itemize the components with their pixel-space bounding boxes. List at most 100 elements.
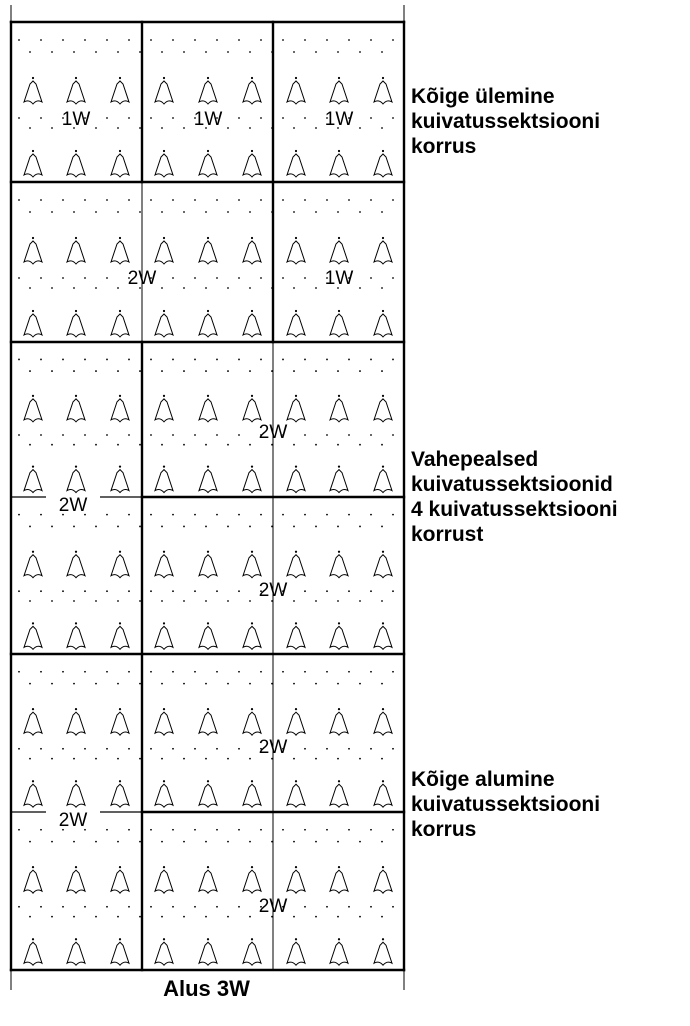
- dot: [271, 682, 273, 685]
- flame-icon: [242, 468, 262, 494]
- flame-icon-dot: [162, 309, 166, 313]
- dot: [381, 370, 383, 372]
- dot: [51, 127, 53, 129]
- dot: [359, 915, 361, 918]
- flame-icon: [329, 869, 349, 894]
- dot: [128, 39, 130, 41]
- dot: [304, 277, 306, 279]
- dot: [359, 287, 361, 289]
- flame-icon: [373, 711, 393, 736]
- dot: [95, 915, 97, 918]
- dot: [18, 513, 20, 516]
- dot: [304, 358, 306, 361]
- dot: [183, 370, 185, 372]
- dot: [183, 840, 185, 843]
- dot: [304, 39, 306, 41]
- flame-icon-dot: [337, 309, 341, 313]
- dot: [304, 199, 306, 201]
- flame-icon: [154, 468, 174, 494]
- section-label-bottom: Kõige alumine kuivatussektsiooni korrus: [411, 767, 600, 842]
- dot: [84, 828, 86, 831]
- dot: [216, 747, 218, 750]
- dot: [238, 199, 240, 201]
- flame-icon: [286, 941, 306, 967]
- dot: [139, 287, 141, 289]
- flame-icon: [154, 783, 174, 809]
- flame-icon-dot: [294, 76, 298, 80]
- dot: [216, 905, 218, 908]
- dot: [392, 199, 394, 201]
- section-label-line: Vahepealsed: [411, 448, 539, 471]
- dot: [337, 443, 339, 446]
- flame-icon: [329, 941, 349, 967]
- dot: [161, 443, 163, 446]
- dot: [106, 39, 108, 41]
- dot: [381, 840, 383, 843]
- dot: [216, 39, 218, 41]
- dot: [29, 525, 31, 528]
- dot: [95, 840, 97, 843]
- flame-icon-dot: [294, 938, 298, 941]
- dot: [73, 370, 75, 372]
- dot: [172, 199, 174, 201]
- section-label-line: kuivatussektsioonid: [411, 473, 613, 496]
- dot: [172, 358, 174, 361]
- dot: [51, 370, 53, 372]
- flame-icon: [329, 468, 349, 494]
- dot: [51, 600, 53, 602]
- dot: [282, 590, 284, 593]
- dot: [238, 358, 240, 361]
- dot: [370, 39, 372, 41]
- flame-icon: [286, 153, 306, 178]
- dot: [260, 39, 262, 41]
- dot: [348, 828, 350, 831]
- dot: [128, 358, 130, 361]
- dot: [392, 358, 394, 361]
- dot: [18, 905, 20, 908]
- dot: [271, 443, 273, 446]
- dot: [117, 600, 119, 602]
- dot: [29, 840, 31, 843]
- dot: [128, 590, 130, 593]
- dot: [227, 287, 229, 289]
- flame-icon: [373, 625, 393, 651]
- flame-icon: [373, 313, 393, 338]
- flame-icon-dot: [118, 76, 122, 80]
- dot: [51, 51, 53, 53]
- dot: [304, 905, 306, 908]
- dot: [117, 443, 119, 446]
- dot: [227, 840, 229, 843]
- dot: [62, 434, 64, 436]
- dot: [183, 127, 185, 129]
- flame-icon-dot: [206, 708, 210, 711]
- cell-label: 1W: [62, 109, 91, 130]
- flame-icon-dot: [118, 149, 122, 153]
- dot: [84, 199, 86, 201]
- flame-icon-dot: [337, 780, 341, 783]
- flame-icon-dot: [74, 149, 78, 153]
- dot: [359, 600, 361, 602]
- flame-icon-dot: [250, 708, 254, 711]
- dot: [315, 915, 317, 918]
- flame-icon-dot: [31, 708, 35, 711]
- flame-icon-dot: [337, 236, 341, 240]
- flame-icon-dot: [381, 938, 385, 941]
- flame-icon-dot: [294, 309, 298, 313]
- dot: [271, 525, 273, 528]
- dot: [128, 747, 130, 750]
- dot: [216, 513, 218, 516]
- dot: [73, 600, 75, 602]
- flame-icon-dot: [294, 394, 298, 397]
- dot: [29, 443, 31, 446]
- dot: [381, 757, 383, 760]
- dot: [326, 434, 328, 436]
- flame-icon: [286, 869, 306, 894]
- flame-icon: [242, 941, 262, 967]
- dot: [315, 370, 317, 372]
- dot: [95, 370, 97, 372]
- dot: [238, 513, 240, 516]
- dot: [95, 443, 97, 446]
- dot: [392, 828, 394, 831]
- section-label-line: korrust: [411, 523, 484, 546]
